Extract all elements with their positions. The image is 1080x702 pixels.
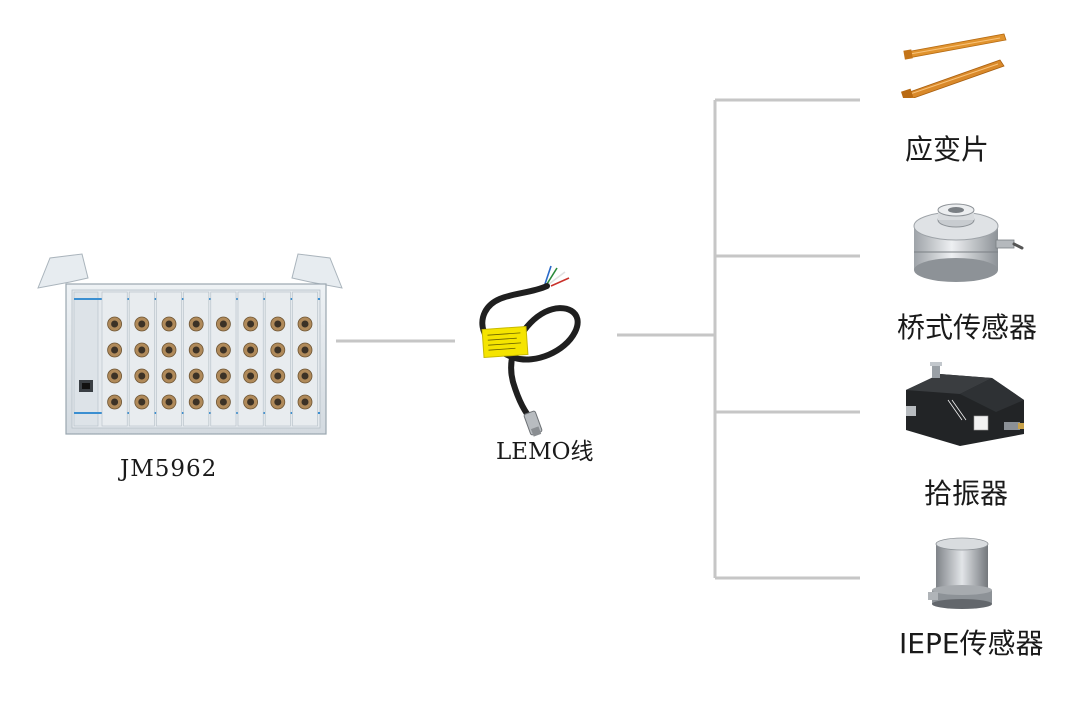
data-acquisition-chassis-icon — [37, 253, 343, 435]
strain-gauge-icon — [901, 33, 1007, 98]
iepe-accelerometer-icon — [928, 537, 992, 609]
device-label: JM5962 — [120, 456, 218, 482]
sensor-label-vibration: 拾振器 — [924, 477, 1009, 510]
lemo-cable-icon — [479, 265, 581, 437]
sensor-label-strain-gauge: 应变片 — [905, 133, 990, 166]
sensor-label-iepe: IEPE传感器 — [899, 627, 1044, 660]
sensor-label-bridge: 桥式传感器 — [897, 311, 1038, 344]
cable-label: LEMO线 — [496, 439, 594, 465]
vibration-pickup-icon — [906, 362, 1024, 446]
load-cell-icon — [913, 203, 1024, 282]
